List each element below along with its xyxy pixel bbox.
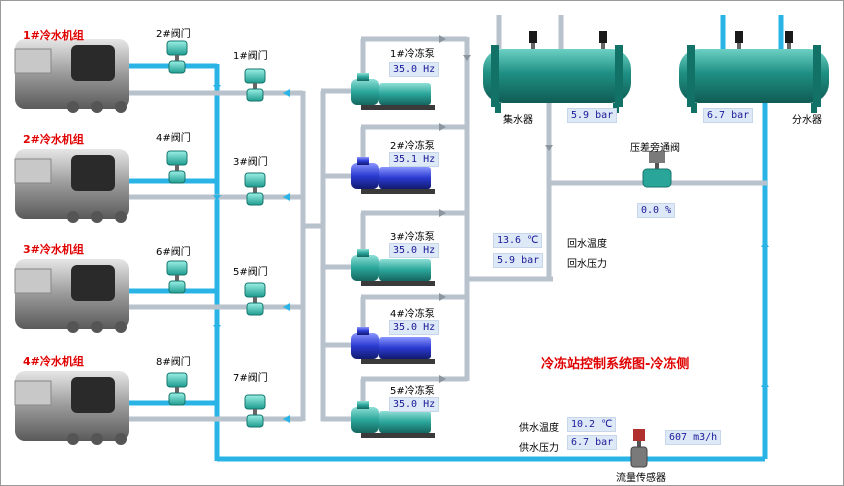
valve-1-label: 1#阀门 xyxy=(233,51,268,62)
chiller-4[interactable] xyxy=(14,371,129,445)
chiller-4-label: 4#冷水机组 xyxy=(23,355,84,368)
bypass-valve[interactable] xyxy=(642,151,672,188)
distributor-pressure: 6.7 bar xyxy=(703,108,754,123)
pump-5-frequency: 35.0 Hz xyxy=(389,397,440,412)
pump-1-label: 1#冷冻泵 xyxy=(390,49,435,60)
collector-label: 集水器 xyxy=(503,115,533,126)
valve-7-label: 7#阀门 xyxy=(233,373,268,384)
chiller-3[interactable] xyxy=(14,259,129,333)
valve-6-label: 6#阀门 xyxy=(156,247,191,258)
pump-4-label: 4#冷冻泵 xyxy=(390,309,435,320)
flow-rate-value: 607 m3/h xyxy=(665,430,722,445)
valve-2-label: 2#阀门 xyxy=(156,29,191,40)
bypass-valve-opening: 0.0 % xyxy=(637,203,676,218)
pump-3[interactable] xyxy=(351,249,435,286)
valve-8[interactable] xyxy=(166,372,188,406)
valve-4[interactable] xyxy=(166,150,188,184)
supply-water-pressure: 6.7 bar xyxy=(567,435,618,450)
supply-water-temperature: 10.2 ℃ xyxy=(567,417,617,432)
valve-4-label: 4#阀门 xyxy=(156,133,191,144)
pump-2-frequency: 35.1 Hz xyxy=(389,152,440,167)
valve-6[interactable] xyxy=(166,260,188,294)
flow-sensor-label: 流量传感器 xyxy=(616,473,666,484)
collector-gauge-icon xyxy=(529,31,607,49)
chiller-2[interactable] xyxy=(14,149,129,223)
return-water-pressure-label: 回水压力 xyxy=(567,259,607,270)
distributor-gauge-icon xyxy=(735,31,793,49)
valve-5-label: 5#阀门 xyxy=(233,267,268,278)
bypass-valve-label: 压差旁通阀 xyxy=(630,143,680,154)
pump-3-label: 3#冷冻泵 xyxy=(390,232,435,243)
pump-1[interactable] xyxy=(351,73,435,110)
diagram-title: 冷冻站控制系统图-冷冻侧 xyxy=(541,357,690,372)
supply-water-pressure-label: 供水压力 xyxy=(519,443,559,454)
valve-3[interactable] xyxy=(244,172,266,206)
pump-1-frequency: 35.0 Hz xyxy=(389,62,440,77)
chiller-3-label: 3#冷水机组 xyxy=(23,243,84,256)
pump-4[interactable] xyxy=(351,327,435,364)
supply-water-temperature-label: 供水温度 xyxy=(519,423,559,434)
valve-7[interactable] xyxy=(244,394,266,428)
water-collector-vessel[interactable] xyxy=(483,45,631,113)
pump-4-frequency: 35.0 Hz xyxy=(389,320,440,335)
pump-5[interactable] xyxy=(351,401,435,438)
valve-8-label: 8#阀门 xyxy=(156,357,191,368)
chiller-1-label: 1#冷水机组 xyxy=(23,29,84,42)
valve-1[interactable] xyxy=(244,68,266,102)
chiller-2-label: 2#冷水机组 xyxy=(23,133,84,146)
pump-5-label: 5#冷冻泵 xyxy=(390,386,435,397)
pump-2-label: 2#冷冻泵 xyxy=(390,141,435,152)
collector-pressure: 5.9 bar xyxy=(567,108,618,123)
return-water-pressure: 5.9 bar xyxy=(493,253,544,268)
flow-sensor[interactable] xyxy=(630,429,648,468)
water-distributor-vessel[interactable] xyxy=(679,45,829,113)
chiller-1[interactable] xyxy=(14,39,129,113)
return-water-temperature: 13.6 ℃ xyxy=(493,233,543,248)
valve-3-label: 3#阀门 xyxy=(233,157,268,168)
valve-2[interactable] xyxy=(166,40,188,74)
return-water-temperature-label: 回水温度 xyxy=(567,239,607,250)
pump-2[interactable] xyxy=(351,157,435,194)
pump-3-frequency: 35.0 Hz xyxy=(389,243,440,258)
valve-5[interactable] xyxy=(244,282,266,316)
distributor-label: 分水器 xyxy=(792,115,822,126)
